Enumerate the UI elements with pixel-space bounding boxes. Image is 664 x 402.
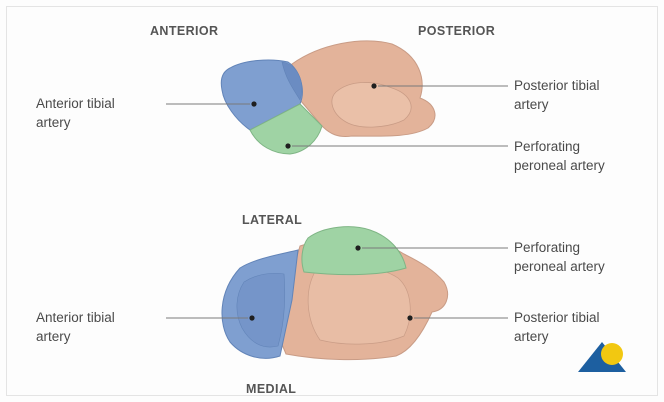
- heading-lateral: LATERAL: [242, 213, 302, 227]
- heading-posterior: POSTERIOR: [418, 24, 495, 38]
- publisher-logo: [578, 342, 626, 372]
- label-bottom-posterior-tibial: Posterior tibial artery: [514, 308, 600, 346]
- label-top-posterior-tibial: Posterior tibial artery: [514, 76, 600, 114]
- bottom-perforating-peroneal-point: [355, 245, 360, 250]
- label-top-perforating-peroneal: Perforating peroneal artery: [514, 137, 605, 175]
- heading-anterior: ANTERIOR: [150, 24, 218, 38]
- label-top-anterior-tibial: Anterior tibial artery: [36, 94, 115, 132]
- bottom-talus: [222, 227, 448, 360]
- top-anterior-tibial-point: [251, 101, 256, 106]
- bottom-perforating-peroneal-territory: [302, 227, 406, 275]
- label-bottom-perforating-peroneal: Perforating peroneal artery: [514, 238, 605, 276]
- top-posterior-tibial-point: [371, 83, 376, 88]
- bottom-posterior-tibial-point: [407, 315, 412, 320]
- label-bottom-anterior-tibial: Anterior tibial artery: [36, 308, 115, 346]
- top-talus: [221, 41, 435, 154]
- bottom-body-contour: [308, 265, 410, 344]
- heading-medial: MEDIAL: [246, 382, 296, 396]
- bottom-anterior-tibial-point: [249, 315, 254, 320]
- top-perforating-peroneal-point: [285, 143, 290, 148]
